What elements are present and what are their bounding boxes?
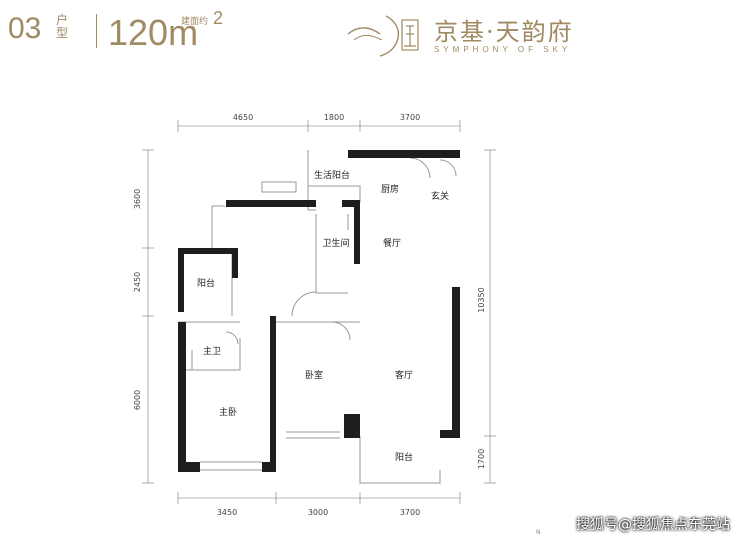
header-divider <box>96 14 97 48</box>
watermark: 搜狐号@搜狐焦点东莞站 <box>576 517 730 533</box>
header: 03 户型 120m 建面约 2 京基·天韵府 SYMPHONY OF SKY <box>0 0 740 70</box>
room-balcony-left: 阳台 <box>197 277 215 289</box>
north-label: N <box>536 529 541 536</box>
dim-bottom-2: 3000 <box>308 508 328 517</box>
area-value: 120m <box>108 12 199 53</box>
room-living-room: 客厅 <box>395 369 413 381</box>
area-label: 建面约 <box>181 17 209 27</box>
room-living-balcony: 生活阳台 <box>314 169 350 181</box>
room-bathroom: 卫生间 <box>322 237 349 249</box>
room-master-bath: 主卫 <box>203 345 221 357</box>
dim-right-1: 10350 <box>477 287 486 312</box>
unit-type: 户型 <box>56 13 69 40</box>
dim-top-2: 1800 <box>324 113 344 122</box>
dim-bottom-1: 3450 <box>217 508 237 517</box>
room-balcony-bottom: 阳台 <box>395 451 413 463</box>
dim-left-1: 3600 <box>133 189 142 209</box>
room-master-bedroom: 主卧 <box>219 406 237 418</box>
brand-name: 京基·天韵府 <box>434 18 574 46</box>
area-superscript: 2 <box>213 8 224 28</box>
brand-logo-icon <box>347 15 419 57</box>
brand-name-english: SYMPHONY OF SKY <box>434 45 572 54</box>
dim-bottom-3: 3700 <box>400 508 420 517</box>
unit-code: 03 <box>8 12 42 45</box>
thin-walls <box>178 150 460 484</box>
room-dining: 餐厅 <box>383 237 401 249</box>
thick-walls <box>178 150 460 472</box>
dim-left-3: 6000 <box>133 390 142 410</box>
room-bedroom: 卧室 <box>305 369 323 381</box>
dim-left-2: 2450 <box>133 272 142 292</box>
dim-top-1: 4650 <box>233 113 253 122</box>
dim-right-2: 1700 <box>477 449 486 469</box>
dim-top-3: 3700 <box>400 113 420 122</box>
dimension-lines <box>142 120 496 504</box>
room-kitchen: 厨房 <box>381 183 399 195</box>
room-foyer: 玄关 <box>431 190 449 202</box>
